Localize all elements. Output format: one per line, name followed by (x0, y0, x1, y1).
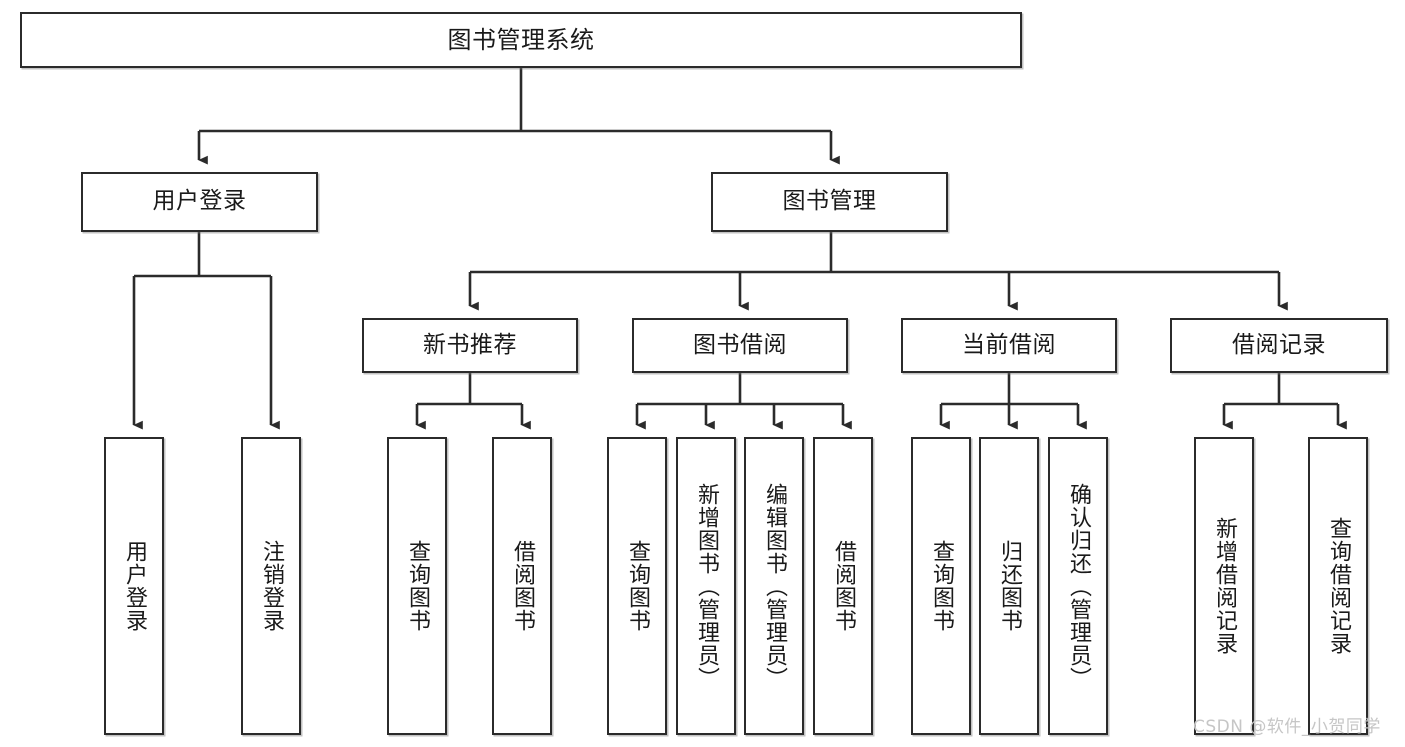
node-label: 查询图书 (404, 540, 430, 632)
node-label: 查询借阅记录 (1325, 517, 1351, 655)
node-label: 借阅图书 (509, 540, 535, 632)
node-label: 图书管理系统 (447, 25, 595, 54)
node-label: 借阅记录 (1232, 331, 1326, 358)
node-leaf-logout-login[interactable]: 注销登录 (241, 437, 301, 735)
node-borrow-record[interactable]: 借阅记录 (1170, 318, 1388, 373)
node-label: 确认归还（管理员） (1065, 482, 1091, 690)
node-label: 编辑图书（管理员） (761, 482, 787, 690)
node-label: 查询图书 (928, 540, 954, 632)
node-label: 注销登录 (258, 540, 284, 632)
node-book-management-system[interactable]: 图书管理系统 (20, 12, 1022, 68)
node-label: 查询图书 (624, 540, 650, 632)
node-user-login[interactable]: 用户登录 (81, 172, 318, 232)
node-label: 图书管理 (782, 188, 877, 215)
node-leaf-add-borrow-record[interactable]: 新增借阅记录 (1194, 437, 1254, 735)
node-current-borrow[interactable]: 当前借阅 (901, 318, 1117, 373)
node-leaf-confirm-return[interactable]: 确认归还（管理员） (1048, 437, 1108, 735)
node-label: 借阅图书 (830, 540, 856, 632)
node-leaf-user-login[interactable]: 用户登录 (104, 437, 164, 735)
node-label: 用户登录 (121, 540, 147, 632)
node-leaf-query-book-current[interactable]: 查询图书 (911, 437, 971, 735)
node-leaf-return-book[interactable]: 归还图书 (979, 437, 1039, 735)
node-leaf-borrow-book[interactable]: 借阅图书 (813, 437, 873, 735)
node-leaf-add-book[interactable]: 新增图书（管理员） (676, 437, 736, 735)
node-label: 归还图书 (996, 540, 1022, 632)
node-book-management[interactable]: 图书管理 (711, 172, 948, 232)
node-new-book-recommend[interactable]: 新书推荐 (362, 318, 578, 373)
node-label: 新增借阅记录 (1211, 517, 1237, 655)
node-leaf-edit-book[interactable]: 编辑图书（管理员） (744, 437, 804, 735)
csdn-watermark: CSDN @软件_小贺同学 (1193, 717, 1381, 737)
node-leaf-query-book-borrow[interactable]: 查询图书 (607, 437, 667, 735)
node-label: 用户登录 (152, 188, 247, 215)
node-label: 图书借阅 (693, 331, 787, 358)
node-leaf-borrow-book-recommend[interactable]: 借阅图书 (492, 437, 552, 735)
node-label: 当前借阅 (962, 331, 1056, 358)
node-leaf-query-borrow-record[interactable]: 查询借阅记录 (1308, 437, 1368, 735)
node-label: 新书推荐 (423, 331, 517, 358)
node-leaf-query-book-recommend[interactable]: 查询图书 (387, 437, 447, 735)
node-label: 新增图书（管理员） (693, 482, 719, 690)
node-book-borrow[interactable]: 图书借阅 (632, 318, 848, 373)
